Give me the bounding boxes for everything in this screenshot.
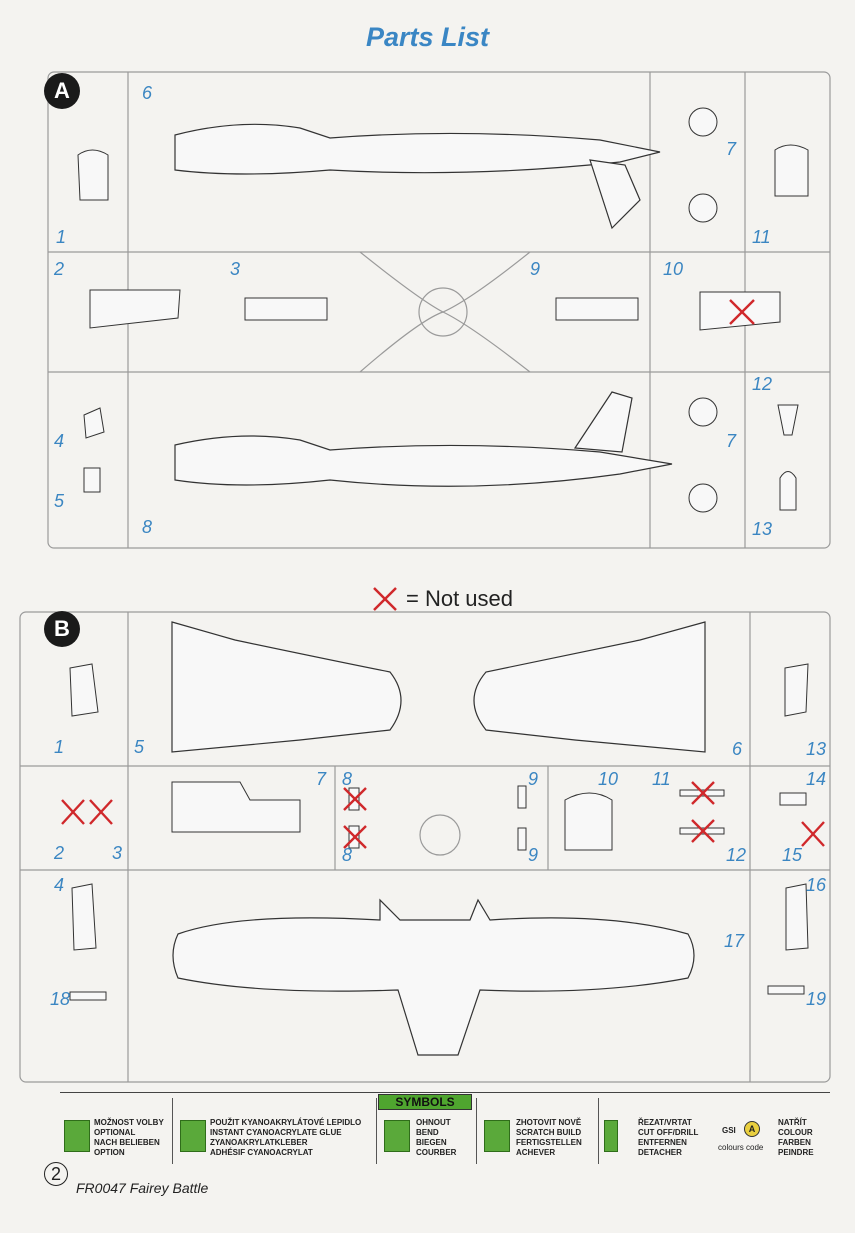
part-b14 bbox=[779, 792, 807, 806]
fuselage-right-half bbox=[174, 435, 673, 487]
part-number: 7 bbox=[726, 139, 737, 159]
part-number: 5 bbox=[134, 737, 145, 757]
part-b16 bbox=[785, 883, 809, 951]
part-number: 4 bbox=[54, 431, 65, 451]
part-number: 9 bbox=[528, 845, 539, 865]
part-number: 3 bbox=[112, 843, 123, 863]
symbol-bend: OHNOUT BEND BIEGEN COURBER bbox=[416, 1118, 457, 1157]
glue-drop-icon bbox=[180, 1120, 206, 1152]
question-icon bbox=[64, 1120, 90, 1152]
part-a11 bbox=[774, 144, 809, 197]
part-number: 2 bbox=[54, 259, 65, 279]
part-a4 bbox=[83, 407, 105, 439]
part-number: 1 bbox=[56, 227, 67, 247]
bend-icon bbox=[384, 1120, 410, 1152]
part-number: 13 bbox=[806, 739, 827, 759]
wheel-a7-1 bbox=[688, 107, 718, 137]
part-number: 12 bbox=[726, 845, 747, 865]
part-number: 9 bbox=[530, 259, 541, 279]
kit-title: FR0047 Fairey Battle bbox=[76, 1180, 209, 1196]
symbols-bar bbox=[60, 1092, 830, 1169]
part-number: 6 bbox=[142, 83, 153, 103]
part-a5 bbox=[83, 467, 101, 493]
part-a2 bbox=[89, 289, 181, 329]
tail-fin-a bbox=[589, 159, 641, 230]
sprue-a-hub bbox=[418, 287, 468, 337]
section-b-badge: B bbox=[44, 611, 80, 647]
cross-icon bbox=[373, 587, 397, 611]
page-title: Parts List bbox=[365, 22, 490, 52]
gsi-badge-icon: A bbox=[744, 1121, 760, 1137]
part-number: 13 bbox=[752, 519, 773, 539]
wheel-a7-2 bbox=[688, 193, 718, 223]
part-number: 4 bbox=[54, 875, 65, 895]
part-number: 11 bbox=[652, 769, 671, 789]
part-number: 15 bbox=[782, 845, 803, 865]
symbol-paint: NATŘÍT COLOUR FARBEN PEINDRE bbox=[778, 1118, 814, 1157]
part-b1 bbox=[69, 663, 99, 717]
part-number: 5 bbox=[54, 491, 65, 511]
part-a1 bbox=[77, 149, 109, 201]
symbols-header: SYMBOLS bbox=[378, 1094, 472, 1110]
part-number: 8 bbox=[342, 769, 353, 789]
part-number: 2 bbox=[54, 843, 65, 863]
part-b19 bbox=[767, 985, 805, 995]
part-b9-top bbox=[517, 785, 527, 809]
lower-wing bbox=[172, 898, 695, 1056]
wheel-a7-4 bbox=[688, 483, 718, 513]
part-number: 18 bbox=[50, 989, 71, 1009]
part-b7 bbox=[171, 781, 301, 833]
part-b9-bottom bbox=[517, 827, 527, 851]
not-used-marks bbox=[61, 299, 825, 849]
part-number: 19 bbox=[806, 989, 827, 1009]
symbol-glue: POUŽIT KYANOAKRYLÁTOVÉ LEPIDLO INSTANT C… bbox=[210, 1118, 362, 1157]
part-a9 bbox=[555, 297, 639, 321]
part-b4 bbox=[71, 883, 97, 951]
symbol-cut: ŘEZAT/VRTAT CUT OFF/DRILL ENTFERNEN DETA… bbox=[638, 1118, 699, 1157]
part-a12 bbox=[777, 404, 799, 436]
symbol-scratch: ZHOTOVIT NOVĚ SCRATCH BUILD FERTIGSTELLE… bbox=[516, 1118, 582, 1157]
part-number: 3 bbox=[230, 259, 241, 279]
hand-icon bbox=[484, 1120, 510, 1152]
part-number: 11 bbox=[752, 227, 771, 247]
legend-text: = Not used bbox=[406, 586, 514, 611]
part-number: 12 bbox=[752, 374, 773, 394]
gsi-label: GSI bbox=[722, 1126, 736, 1135]
sprue-a-frame bbox=[47, 71, 831, 549]
upper-wing-left bbox=[171, 621, 402, 753]
part-number: 16 bbox=[806, 875, 827, 895]
tail-fin-b bbox=[573, 391, 633, 453]
part-number: 6 bbox=[732, 739, 743, 759]
part-b18 bbox=[69, 991, 107, 1001]
part-number: 7 bbox=[316, 769, 327, 789]
section-a-badge: A bbox=[44, 73, 80, 109]
sprue-b-frame bbox=[19, 611, 831, 1083]
part-a13 bbox=[779, 471, 797, 511]
part-number: 14 bbox=[806, 769, 827, 789]
gsi-caption: colours code bbox=[718, 1143, 764, 1152]
part-number: 9 bbox=[528, 769, 539, 789]
upper-wing-right bbox=[473, 621, 706, 753]
part-number: 10 bbox=[663, 259, 684, 279]
part-number: 17 bbox=[724, 931, 745, 951]
wheel-a7-3 bbox=[688, 397, 718, 427]
part-b10 bbox=[564, 792, 613, 851]
part-number: 8 bbox=[142, 517, 153, 537]
part-number: 8 bbox=[342, 845, 353, 865]
part-b13 bbox=[784, 663, 809, 717]
not-used-legend: = Not used bbox=[372, 586, 513, 612]
part-number: 7 bbox=[726, 431, 737, 451]
part-a3 bbox=[244, 297, 328, 321]
cut-icon bbox=[604, 1120, 618, 1152]
part-number: 10 bbox=[598, 769, 619, 789]
symbol-optional: MOŽNOST VOLBY OPTIONAL NACH BELIEBEN OPT… bbox=[94, 1118, 164, 1157]
page-number: 2 bbox=[44, 1162, 68, 1186]
fuselage-left-half bbox=[174, 123, 661, 175]
sprue-b-hub bbox=[419, 814, 461, 856]
part-number: 1 bbox=[54, 737, 65, 757]
